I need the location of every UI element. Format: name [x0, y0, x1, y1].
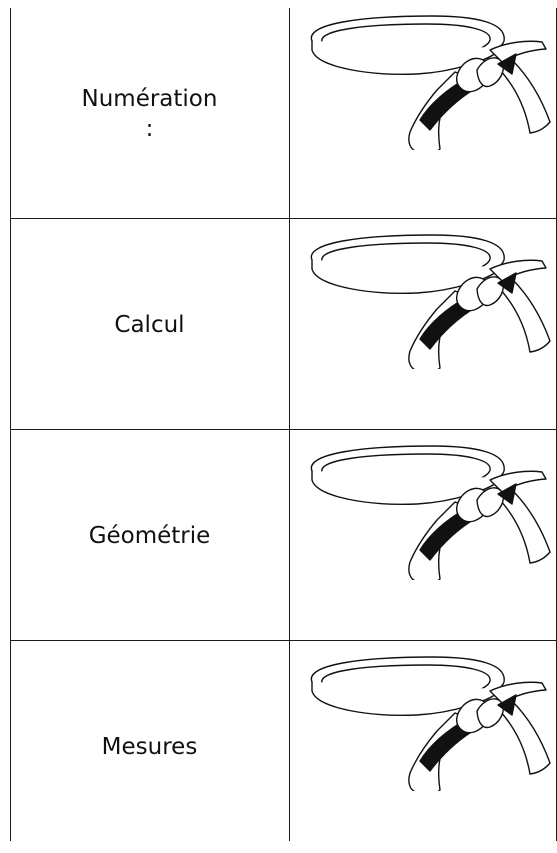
- judo-belt-icon: [310, 656, 551, 791]
- judo-belt-icon: [310, 15, 551, 150]
- subject-label: Numération: [81, 86, 218, 112]
- subject-label: Géométrie: [88, 522, 211, 549]
- table-row: Numération :: [0, 8, 557, 220]
- subject-label-cell: Géométrie: [10, 430, 289, 642]
- table-border-left: [10, 8, 11, 841]
- judo-belt-icon: [310, 234, 551, 369]
- subject-label: Calcul: [114, 311, 185, 338]
- judo-belt-icon: [310, 445, 551, 580]
- table-row: Mesures: [0, 641, 557, 853]
- belt-table: Numération :: [0, 8, 557, 849]
- subject-label: Mesures: [101, 733, 198, 760]
- subject-label-cell: Mesures: [10, 641, 289, 853]
- subject-label-cell: Numération :: [10, 8, 289, 220]
- table-column-divider: [289, 8, 290, 841]
- subject-label-suffix: :: [145, 116, 154, 142]
- table-row: Géométrie: [0, 430, 557, 642]
- subject-label-cell: Calcul: [10, 219, 289, 431]
- table-row: Calcul: [0, 219, 557, 431]
- table-row-divider: [10, 640, 557, 641]
- table-row-divider: [10, 429, 557, 430]
- table-row-divider: [10, 218, 557, 219]
